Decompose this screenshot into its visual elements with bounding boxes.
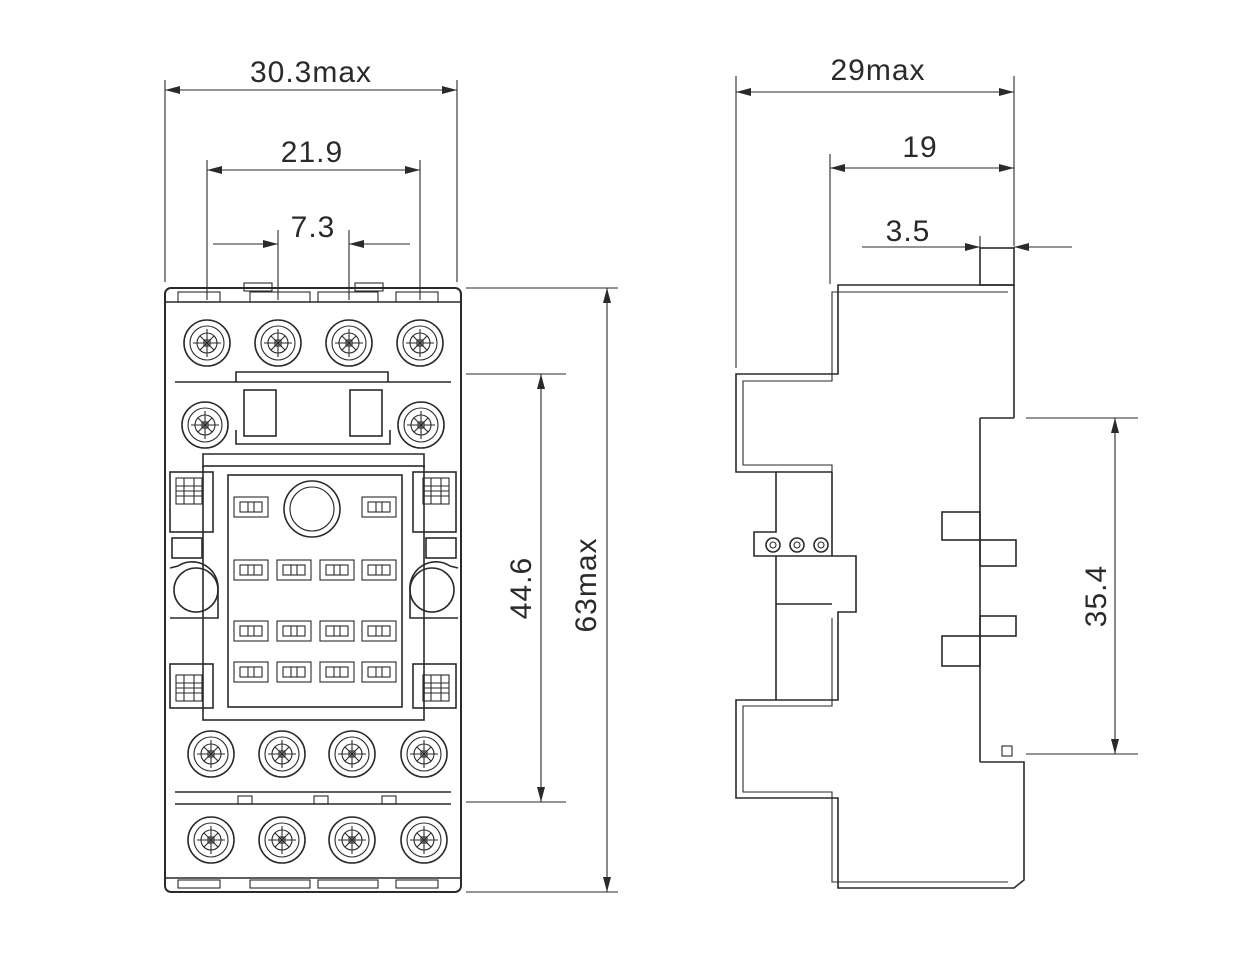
polarizing-key-hole xyxy=(283,480,341,538)
screw-terminal-icon xyxy=(325,319,373,367)
side-screw-icon xyxy=(765,537,781,553)
screw-terminal-icon xyxy=(396,319,444,367)
screw-terminal-icon xyxy=(181,401,229,449)
dimension-label-rail-offset: 19 xyxy=(902,131,937,164)
screw-terminal-icon xyxy=(328,730,376,778)
dimension-label-outer-pitch: 21.9 xyxy=(281,136,343,169)
side-view-dimensions: 29max 19 3.5 35.4 xyxy=(735,54,1138,755)
screw-terminal-icon xyxy=(258,816,306,864)
front-view-dimensions: 30.3max 21.9 7.3 44.6 63max xyxy=(164,56,618,893)
screw-terminal-icon xyxy=(187,816,235,864)
side-screw-icon xyxy=(813,537,829,553)
socket-body-outline xyxy=(164,287,462,893)
screw-terminal-icon xyxy=(397,401,445,449)
screw-terminal-icon xyxy=(183,319,231,367)
screw-terminal-icon xyxy=(187,730,235,778)
screw-terminal-icon xyxy=(328,816,376,864)
dimension-label-overall-height: 63max xyxy=(570,537,603,632)
dimension-label-rail-height: 35.4 xyxy=(1080,565,1113,627)
screw-terminal-icon xyxy=(258,730,306,778)
dimension-label-inner-pitch: 7.3 xyxy=(291,211,336,244)
relay-base-frame xyxy=(202,465,425,721)
screw-terminal-icon xyxy=(254,319,302,367)
side-screw-icon xyxy=(789,537,805,553)
side-view xyxy=(735,247,1025,889)
screw-terminal-icon xyxy=(400,816,448,864)
side-view-outer-profile xyxy=(735,284,1025,889)
front-view xyxy=(164,282,462,893)
dimension-label-flange-thickness: 3.5 xyxy=(886,215,931,248)
top-flange xyxy=(979,247,1015,286)
dimension-label-side-depth: 29max xyxy=(830,54,925,87)
screw-terminal-icon xyxy=(400,730,448,778)
dimension-label-overall-width: 30.3max xyxy=(250,56,372,89)
dimension-label-mount-hole-pitch: 44.6 xyxy=(505,557,538,619)
